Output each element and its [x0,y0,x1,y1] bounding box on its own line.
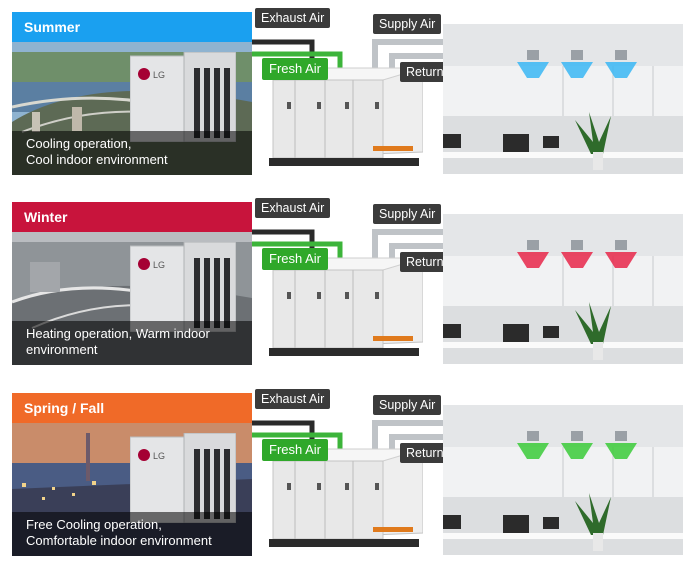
outdoor-unit-image: LG [130,242,236,332]
season-label: Spring / Fall [12,393,252,423]
supply-air-label: Supply Air [373,14,442,34]
season-label: Winter [12,202,252,232]
exhaust-air-label: Exhaust Air [255,8,331,28]
ceiling-vents [527,431,627,441]
ceiling-vents [527,240,627,250]
summer-row: Summer LG Cooling operation, Cool indoor… [0,8,697,188]
season-caption: Cooling operation, Cool indoor environme… [12,131,252,175]
season-caption: Free Cooling operation, Comfortable indo… [12,512,252,556]
ceiling-vents [527,50,627,60]
caption-line-2: Comfortable indoor environment [26,533,212,548]
air-handling-unit-image [269,67,423,166]
caption-line-1: Heating operation, Warm indoor [26,326,210,341]
vent-airflow [517,443,637,459]
air-handling-unit-image [269,257,423,356]
outdoor-unit-image: LG [130,433,236,523]
spring-fall-row: Spring / Fall LG Free Cooling operation,… [0,389,697,569]
exhaust-air-label: Exhaust Air [255,198,331,218]
office-interior-image [443,24,683,174]
vent-airflow [517,252,637,268]
air-handling-unit-image [269,448,423,547]
fresh-air-label: Fresh Air [262,248,329,270]
caption-line-1: Cooling operation, [26,136,132,151]
supply-air-label: Supply Air [373,395,442,415]
office-interior-image [443,405,683,555]
season-caption: Heating operation, Warm indoor environme… [12,321,252,365]
supply-air-label: Supply Air [373,204,442,224]
brand-logo: LG [153,451,165,461]
caption-line-2: Cool indoor environment [26,152,168,167]
fresh-air-label: Fresh Air [262,58,329,80]
office-interior-image [443,214,683,364]
summer-scene: Summer LG Cooling operation, Cool indoor… [12,12,252,175]
winter-scene: Winter LG Heating operation, Warm indoor… [12,202,252,365]
vent-airflow [517,62,637,78]
season-label: Summer [12,12,252,42]
caption-line-2: environment [26,342,98,357]
outdoor-unit-image: LG [130,52,236,142]
fresh-air-label: Fresh Air [262,439,329,461]
brand-logo: LG [153,70,165,80]
winter-row: Winter LG Heating operation, Warm indoor… [0,198,697,378]
caption-line-1: Free Cooling operation, [26,517,162,532]
exhaust-air-label: Exhaust Air [255,389,331,409]
brand-logo: LG [153,260,165,270]
spring-fall-scene: Spring / Fall LG Free Cooling operation,… [12,393,252,556]
